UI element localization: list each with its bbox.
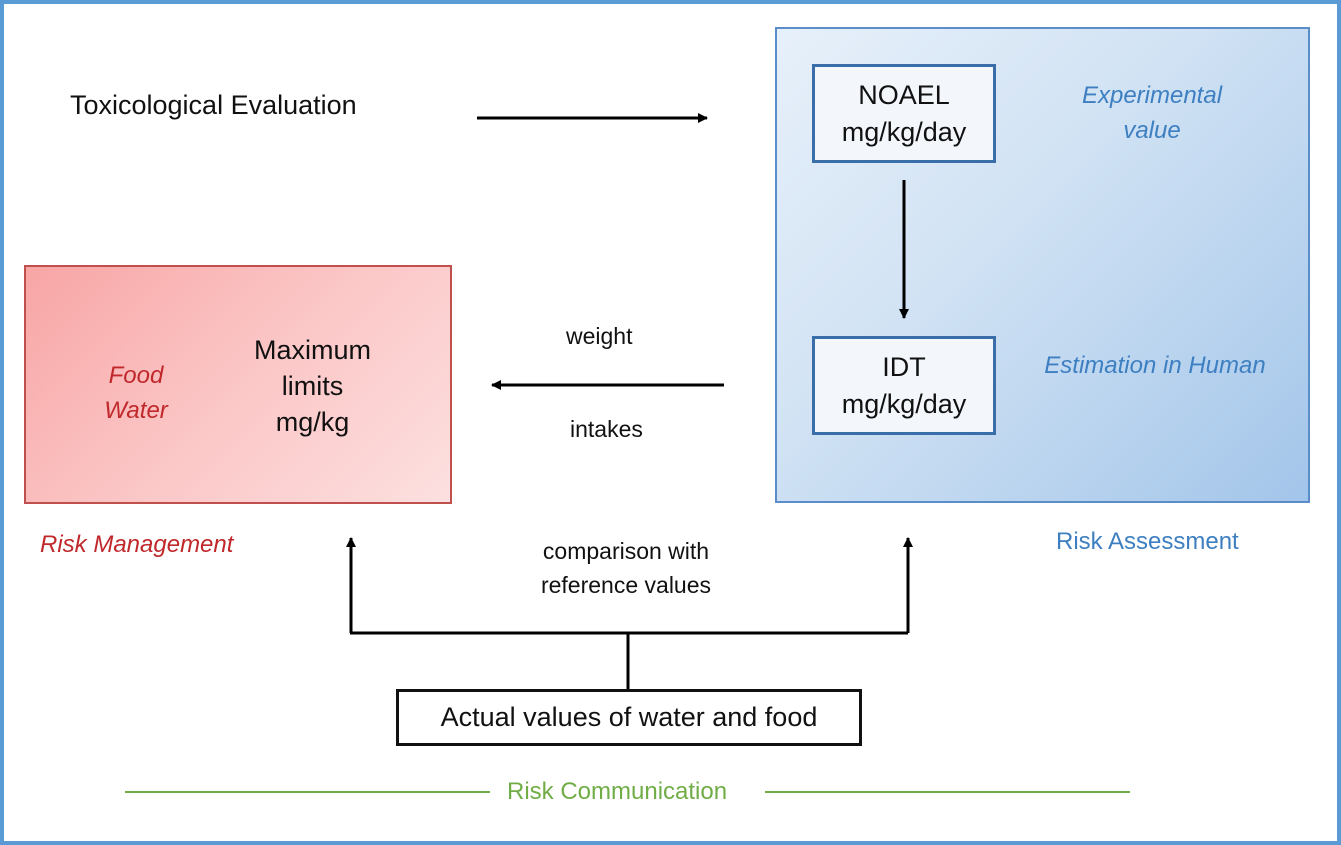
weight-label: weight: [566, 323, 633, 349]
food-line: Food: [108, 362, 164, 389]
risk-management-label: Risk Management: [40, 531, 234, 558]
comparison-line2: reference values: [540, 572, 712, 598]
experimental-value-label: Experimental value: [1062, 78, 1242, 148]
experimental-line: Experimental: [1081, 82, 1223, 109]
noael-box: NOAEL mg/kg/day: [812, 64, 996, 163]
noael-title: NOAEL: [858, 80, 950, 110]
water-line: Water: [104, 397, 168, 424]
risk-assessment-label: Risk Assessment: [1056, 528, 1239, 555]
noael-unit: mg/kg/day: [841, 117, 967, 147]
estimation-in-human-label: Estimation in Human: [1044, 352, 1266, 379]
risk-management-panel: [24, 265, 452, 504]
actual-values-box: Actual values of water and food: [396, 689, 862, 746]
toxicological-evaluation-label: Toxicological Evaluation: [70, 90, 357, 120]
idt-unit: mg/kg/day: [841, 389, 967, 419]
limits-line: limits: [281, 371, 344, 401]
food-water-label: Food Water: [96, 358, 176, 428]
value-line: value: [1123, 117, 1181, 144]
communication-line-right: [765, 791, 1130, 793]
maximum-line: Maximum: [253, 335, 371, 365]
comparison-label: comparison with reference values: [510, 534, 742, 602]
communication-line-left: [125, 791, 490, 793]
comparison-line1: comparison with: [542, 538, 710, 564]
intakes-label: intakes: [570, 416, 643, 442]
idt-box: IDT mg/kg/day: [812, 336, 996, 435]
risk-communication-label: Risk Communication: [507, 778, 728, 805]
idt-title: IDT: [882, 352, 926, 382]
maximum-limits-label: Maximum limits mg/kg: [230, 332, 395, 440]
unit-line: mg/kg: [275, 407, 350, 437]
